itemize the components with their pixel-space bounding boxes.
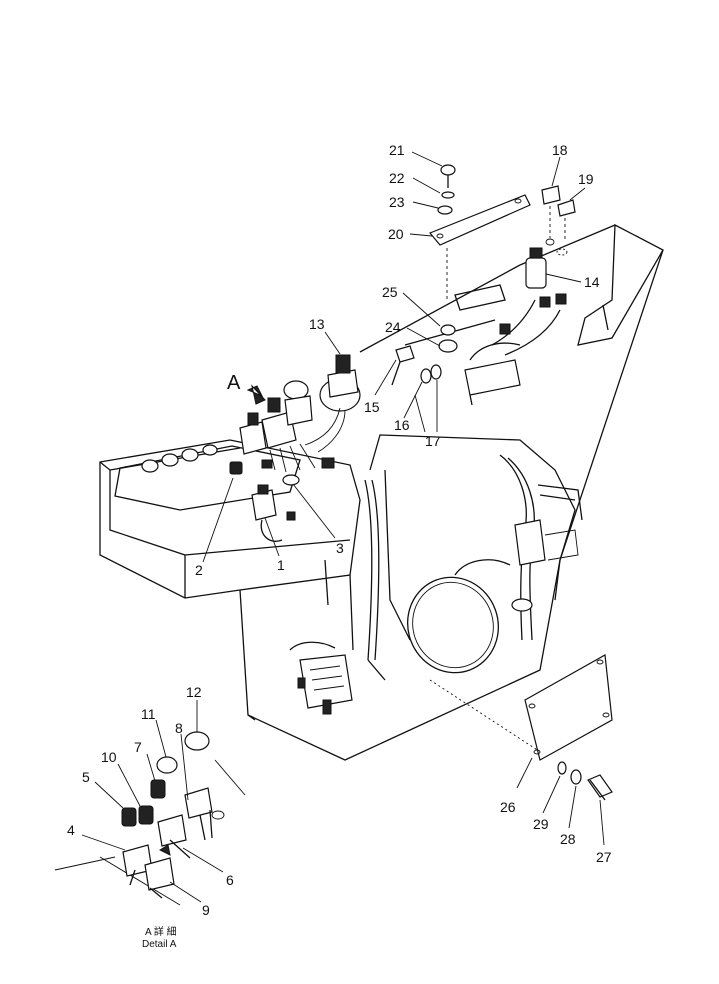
cab-body <box>99 223 664 761</box>
callout-23: 23 <box>389 194 405 210</box>
callout-8: 8 <box>175 720 183 736</box>
detail-a-caption: A 詳 細 Detail A <box>142 925 177 950</box>
callout-7: 7 <box>134 739 142 755</box>
callout-9: 9 <box>202 902 210 918</box>
callout-29: 29 <box>533 816 549 832</box>
callout-numbers: 1 2 3 4 5 6 7 8 9 10 11 12 13 14 15 16 1… <box>67 142 612 918</box>
callout-6: 6 <box>226 872 234 888</box>
callout-14: 14 <box>584 274 600 290</box>
detail-caption-jp: A 詳 細 <box>145 925 177 938</box>
callout-18: 18 <box>552 142 568 158</box>
callout-3: 3 <box>336 540 344 556</box>
console-switch-cluster <box>141 164 576 542</box>
callout-20: 20 <box>388 226 404 242</box>
callout-28: 28 <box>560 831 576 847</box>
detail-caption-en: Detail A <box>142 939 177 950</box>
callout-4: 4 <box>67 822 75 838</box>
callout-15: 15 <box>364 399 380 415</box>
view-letter: A <box>227 372 241 394</box>
callout-1: 1 <box>277 557 285 573</box>
callout-5: 5 <box>82 769 90 785</box>
callout-21: 21 <box>389 142 405 158</box>
callout-16: 16 <box>394 417 410 433</box>
callout-26: 26 <box>500 799 516 815</box>
callout-25: 25 <box>382 284 398 300</box>
callout-24: 24 <box>385 319 401 335</box>
callout-10: 10 <box>101 749 117 765</box>
callout-13: 13 <box>309 316 325 332</box>
cover-plate-assembly <box>524 654 613 801</box>
view-arrow-a: A <box>227 372 266 405</box>
detail-a-drawing <box>54 731 246 906</box>
callout-19: 19 <box>578 171 594 187</box>
leader-lines <box>81 151 605 903</box>
callout-27: 27 <box>596 849 612 865</box>
callout-22: 22 <box>389 170 405 186</box>
callout-17: 17 <box>425 433 441 449</box>
callout-11: 11 <box>141 706 156 722</box>
callout-12: 12 <box>186 684 202 700</box>
callout-2: 2 <box>195 562 203 578</box>
